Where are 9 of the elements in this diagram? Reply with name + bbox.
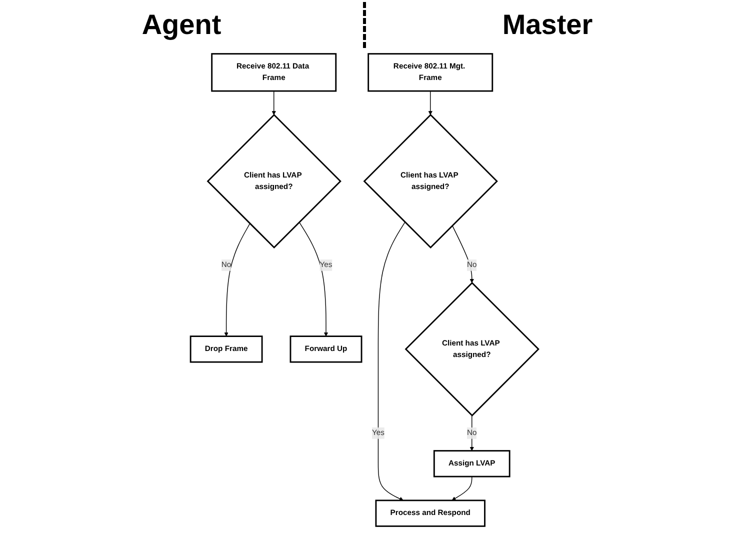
arrow (452, 476, 472, 501)
arrow (272, 90, 276, 116)
arrow (378, 222, 406, 501)
arrow (298, 222, 328, 336)
column-heading: Agent (140, 9, 222, 41)
arrow (452, 225, 474, 284)
column-heading: Master (501, 9, 594, 41)
arrow (224, 223, 250, 336)
arrow (428, 90, 432, 116)
